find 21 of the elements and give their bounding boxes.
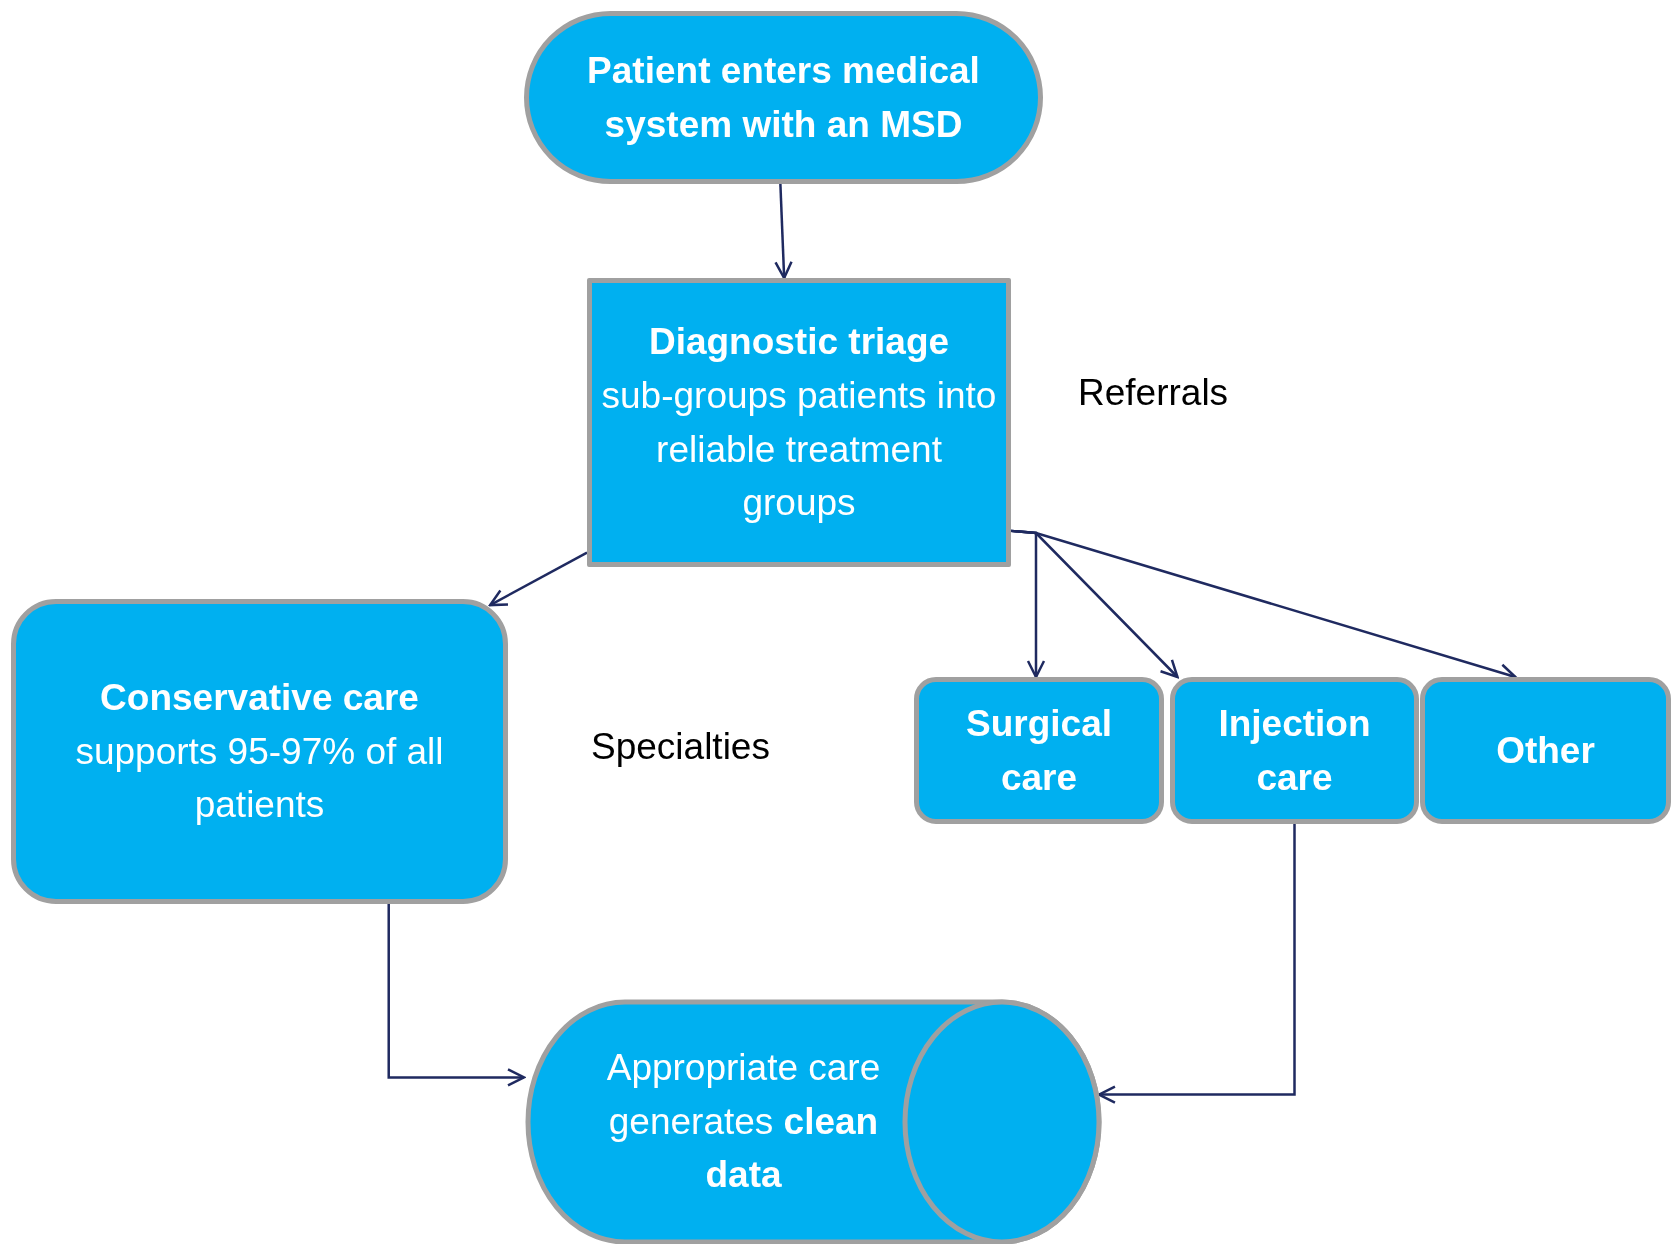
node-text: Injection care [1217, 701, 1372, 800]
node-text: Patient enters medical system with an MSD [586, 48, 981, 147]
process-box [587, 278, 1011, 567]
arrow [387, 904, 526, 1087]
annotation-label: Referrals [1078, 372, 1229, 414]
node-text: Other [1495, 728, 1596, 773]
node-text: supports 95-97% of all patients [74, 729, 445, 828]
node-heading: Conservative care [99, 676, 420, 721]
arrow [1097, 824, 1296, 1104]
process-box [914, 677, 1164, 824]
node-heading: Diagnostic triage [647, 320, 951, 365]
arrow [488, 551, 588, 607]
process-box [11, 599, 508, 904]
process-box [1170, 677, 1419, 824]
node-text: sub-groups patients into reliable treatment groups [600, 373, 998, 526]
node-text: Surgical care [965, 701, 1113, 800]
data-cylinder [524, 999, 1103, 1244]
node-text: Appropriate care generates clean data [605, 1046, 882, 1198]
arrow [774, 183, 793, 280]
process-box [1420, 677, 1671, 824]
annotation-label: Specialties [591, 726, 770, 768]
